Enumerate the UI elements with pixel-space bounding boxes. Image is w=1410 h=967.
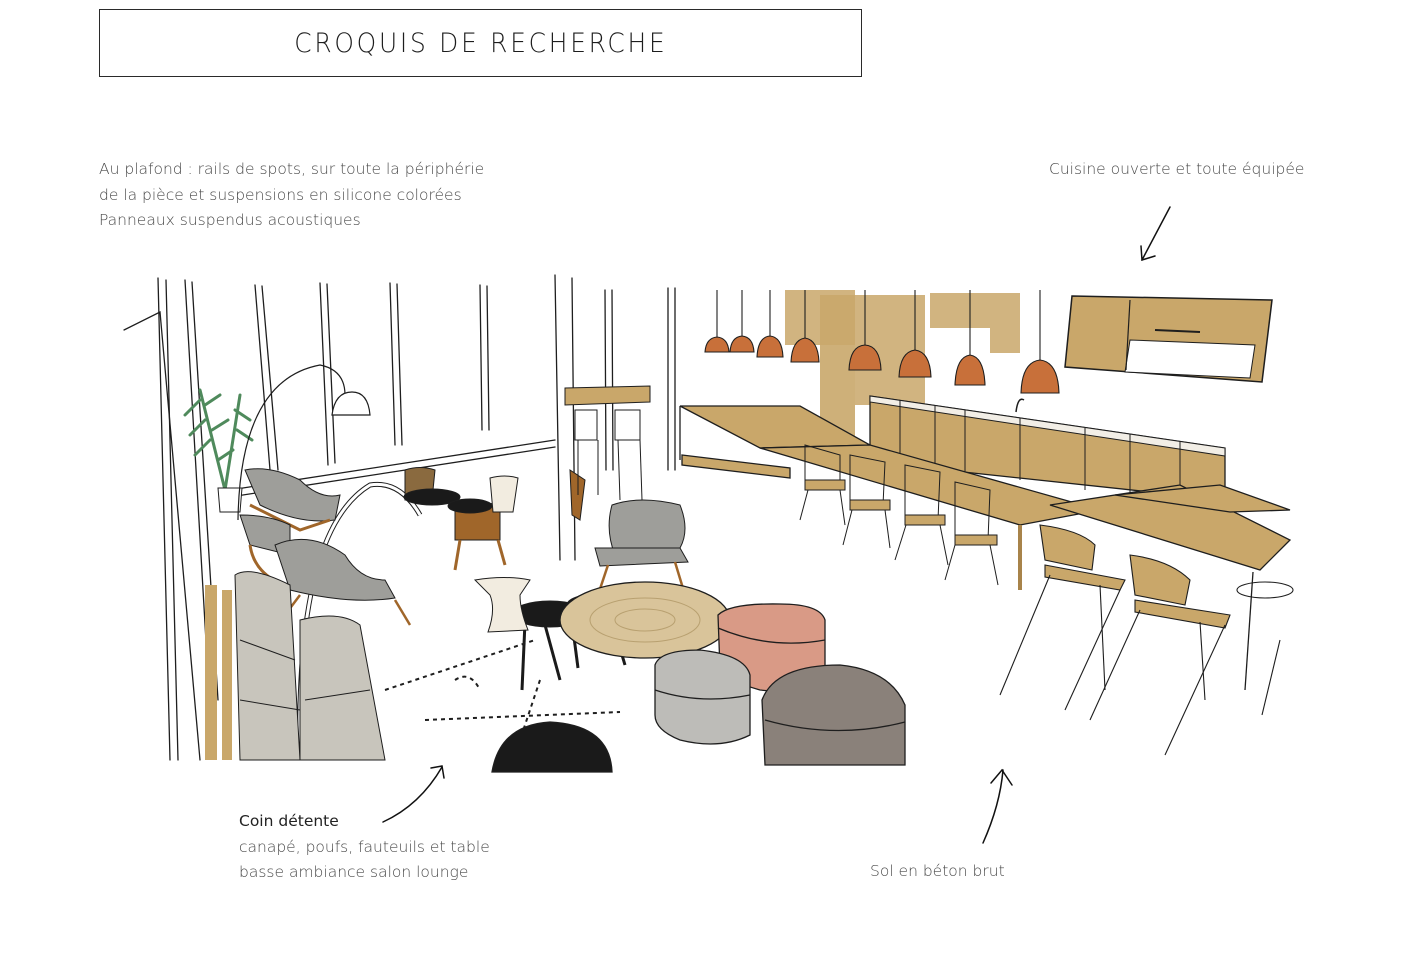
white-pedestal-stools [473,475,531,633]
window-frames [123,274,676,761]
bar-stools [999,524,1294,756]
lounge-annotation: Coin détente canapé, poufs, fauteuils et… [239,809,490,886]
potted-plant [183,388,254,513]
grey-lounge-chairs [239,468,689,626]
kitchen-annotation: Cuisine ouverte et toute équipée [1049,157,1304,183]
dining-tables [679,405,1292,691]
ceiling-annotation-line: Au plafond : rails de spots, sur toute l… [99,160,485,178]
lounge-annotation-line: canapé, poufs, fauteuils et table [239,837,490,856]
window-bench-and-highchairs [564,385,651,501]
floor-annotation: Sol en béton brut [870,859,1005,885]
kitchen-annotation-line: Cuisine ouverte et toute équipée [1049,160,1305,178]
page-title: CROQUIS DE RECHERCHE [293,27,668,59]
ceiling-annotation-line: Panneaux suspendus acoustiques [99,211,361,229]
wooden-dining-chairs [799,444,999,586]
title-box: CROQUIS DE RECHERCHE [99,9,862,77]
copper-pendant-lamps [704,290,1060,394]
ceiling-annotation: Au plafond : rails de spots, sur toute l… [99,157,484,234]
poufs [491,603,906,773]
lounge-annotation-line: basse ambiance salon lounge [239,863,469,881]
jute-round-rug [559,581,731,659]
lounge-annotation-heading: Coin détente [239,812,339,830]
berber-rug [384,639,621,741]
kitchen-lower-cabinets [869,395,1226,501]
kitchen-upper-cabinets [785,290,1273,455]
sofa [205,571,386,761]
ceiling-annotation-line: de la pièce et suspensions en silicone c… [99,185,462,204]
floor-annotation-line: Sol en béton brut [870,862,1005,880]
